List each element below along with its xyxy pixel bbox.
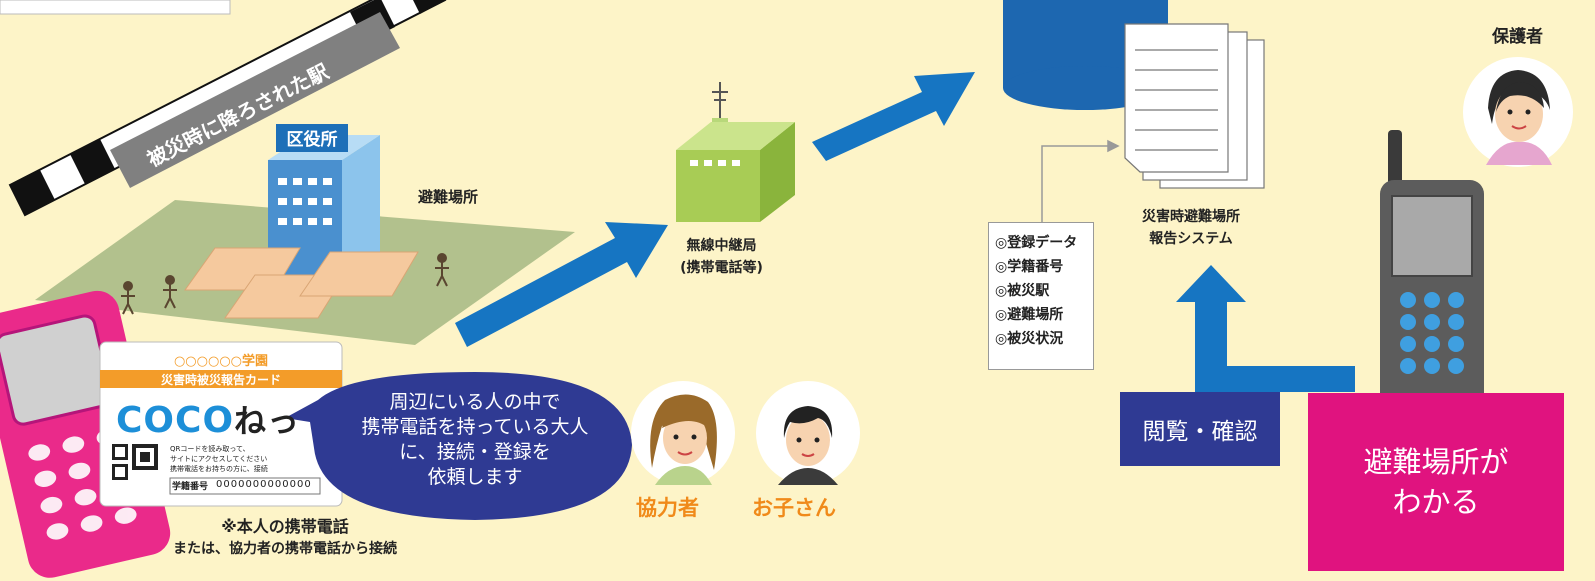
evacuee-figures — [121, 253, 449, 315]
top-left-label-fragment — [0, 0, 231, 15]
registered-data-list: ◎登録データ ◎学籍番号 ◎被災駅 ◎避難場所 ◎被災状況 — [988, 222, 1094, 370]
speech-line: 周辺にいる人の中で — [389, 391, 561, 413]
view-confirm-label: 閲覧・確認 — [1120, 392, 1280, 466]
data-item: ◎被災駅 — [995, 283, 1050, 299]
report-system-name: 災害時避難場所 — [1142, 209, 1240, 225]
card-id-value: 0000000000000 — [216, 479, 312, 490]
connection-note-sub: または、協力者の携帯電話から接続 — [173, 541, 397, 557]
card-brand-coco: COCO — [116, 400, 235, 441]
data-item: ◎登録データ — [995, 235, 1078, 251]
card-desc-line: サイトにアクセスしてください — [170, 455, 268, 463]
guardian-label: 保護者 — [1492, 27, 1543, 47]
card-brand-logo: COCOねっ — [116, 396, 300, 442]
card-title: 災害時被災報告カード — [160, 373, 281, 387]
speech-line: に、接続・登録を — [399, 441, 551, 463]
flow-arrows — [455, 72, 1355, 392]
speech-bubble — [285, 372, 632, 520]
tent-icons — [184, 247, 419, 319]
relay-station-sub: (携帯電話等) — [680, 260, 763, 276]
connection-note-title: ※本人の携帯電話 — [221, 517, 349, 536]
data-item: ◎避難場所 — [995, 307, 1064, 323]
relay-station-label: 無線中継局 (携帯電話等) — [664, 235, 779, 279]
card-desc-line: QRコードを読み取って、 — [170, 445, 250, 453]
relay-station-icon — [676, 82, 795, 222]
child-label: お子さん — [752, 496, 836, 520]
relay-station-name: 無線中継局 — [686, 238, 757, 254]
helper-avatar-icon — [631, 381, 735, 485]
card-school-name: ○○○○○○学園 — [173, 354, 269, 369]
disaster-report-card — [99, 341, 343, 507]
result-line: 避難場所が — [1363, 445, 1509, 479]
data-item: ◎学籍番号 — [995, 259, 1064, 275]
railway-track — [8, 0, 447, 217]
card-brand-nekko: ねっ — [234, 402, 301, 440]
evacuation-site-label: 避難場所 — [418, 188, 479, 206]
data-connector-arrow — [1041, 139, 1120, 222]
connection-note: ※本人の携帯電話 または、協力者の携帯電話から接続 — [140, 516, 430, 560]
card-description: QRコードを読み取って、 サイトにアクセスしてください 携帯電話をお持ちの方に、… — [170, 444, 268, 474]
child-avatar-icon — [756, 381, 860, 485]
result-box: 避難場所が わかる — [1308, 393, 1564, 571]
report-system-label: 災害時避難場所 報告システム — [1126, 206, 1256, 250]
result-line: わかる — [1392, 485, 1480, 519]
data-item: ◎被災状況 — [995, 331, 1064, 347]
speech-line: 携帯電話を持っている大人 — [361, 416, 589, 438]
report-document-icon — [1124, 23, 1265, 189]
report-system-sub: 報告システム — [1149, 231, 1233, 247]
speech-bubble-text: 周辺にいる人の中で 携帯電話を持っている大人 に、接続・登録を 依頼します — [322, 390, 628, 490]
ward-office-label: 区役所 — [287, 129, 338, 150]
card-id-label: 学籍番号 — [172, 482, 209, 492]
guardian-phone-icon — [1380, 130, 1484, 410]
guardian-avatar-icon — [1463, 57, 1573, 167]
speech-line: 依頼します — [427, 466, 523, 488]
helper-label: 協力者 — [636, 496, 699, 520]
card-desc-line: 携帯電話をお持ちの方に、接続 — [170, 465, 268, 473]
